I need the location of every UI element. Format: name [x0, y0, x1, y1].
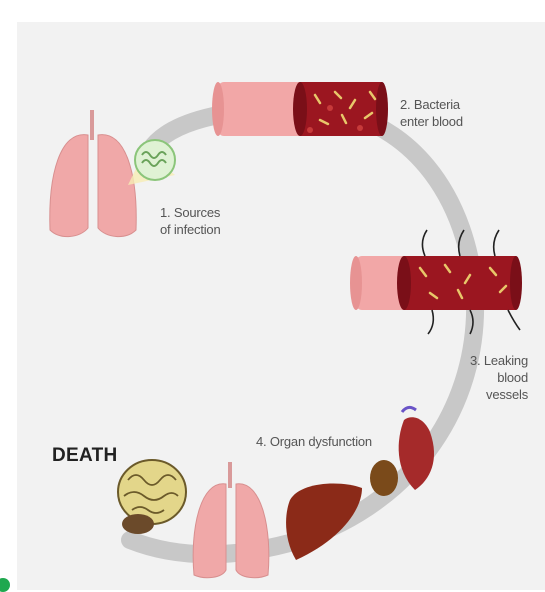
sources-of-infection-label: 1. Sources of infection: [160, 204, 220, 238]
blood-vessel-leaking: [350, 230, 522, 334]
death-label: DEATH: [52, 447, 118, 464]
lungs-icon: [50, 110, 136, 237]
kidney-icon: [370, 460, 398, 496]
label-line: 3. Leaking: [470, 352, 528, 369]
leaking-blood-vessels-label: 3. Leaking blood vessels: [470, 352, 528, 403]
label-line: enter blood: [400, 113, 463, 130]
label-line: vessels: [470, 386, 528, 403]
label-line: of infection: [160, 221, 220, 238]
organ-dysfunction-label: 4. Organ dysfunction: [256, 433, 372, 450]
label-line: 1. Sources: [160, 204, 220, 221]
bacteria-enter-blood-label: 2. Bacteria enter blood: [400, 96, 463, 130]
brain-icon: [118, 460, 186, 534]
infection-source-icon: [128, 140, 175, 185]
label-line: blood: [470, 369, 528, 386]
blood-vessel-bacteria: [212, 82, 388, 136]
label-line: 2. Bacteria: [400, 96, 463, 113]
